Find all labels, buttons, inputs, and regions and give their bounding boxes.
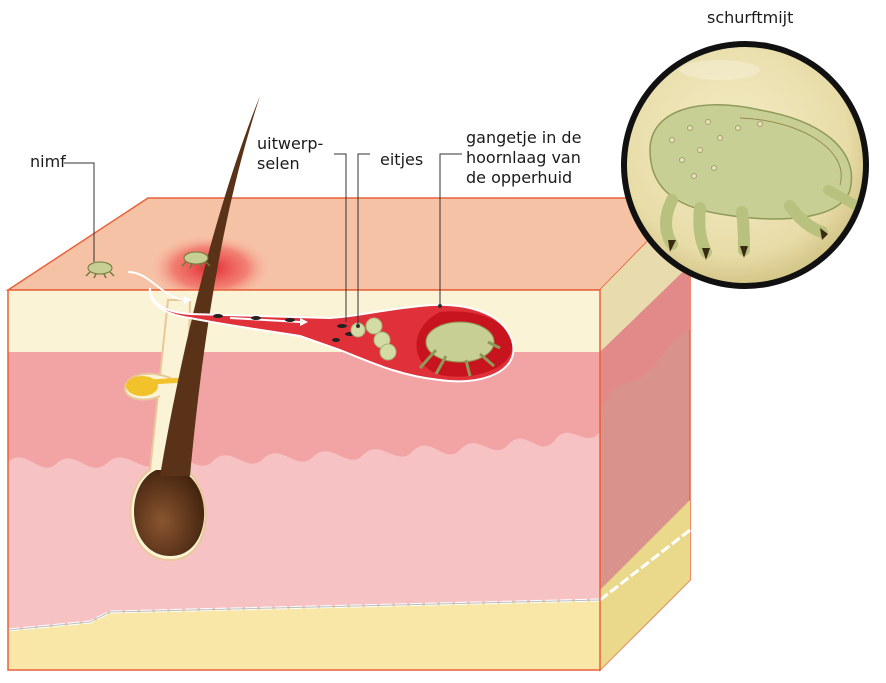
- label-scabies-mite: schurftmijt: [707, 8, 793, 28]
- skin-top-surface: [8, 198, 690, 302]
- magnifier: [621, 41, 869, 289]
- label-droppings-line1: uitwerp-: [257, 134, 323, 154]
- label-burrow: gangetje in de hoornlaag van de opperhui…: [466, 128, 581, 188]
- label-burrow-line3: de opperhuid: [466, 168, 581, 188]
- label-eggs: eitjes: [380, 150, 423, 170]
- hair-bulb: [134, 470, 204, 556]
- label-nymph: nimf: [30, 152, 66, 172]
- label-burrow-line1: gangetje in de: [466, 128, 581, 148]
- label-droppings-line2: selen: [257, 154, 323, 174]
- label-burrow-line2: hoornlaag van: [466, 148, 581, 168]
- sebaceous-gland: [126, 376, 158, 396]
- label-droppings: uitwerp- selen: [257, 134, 323, 174]
